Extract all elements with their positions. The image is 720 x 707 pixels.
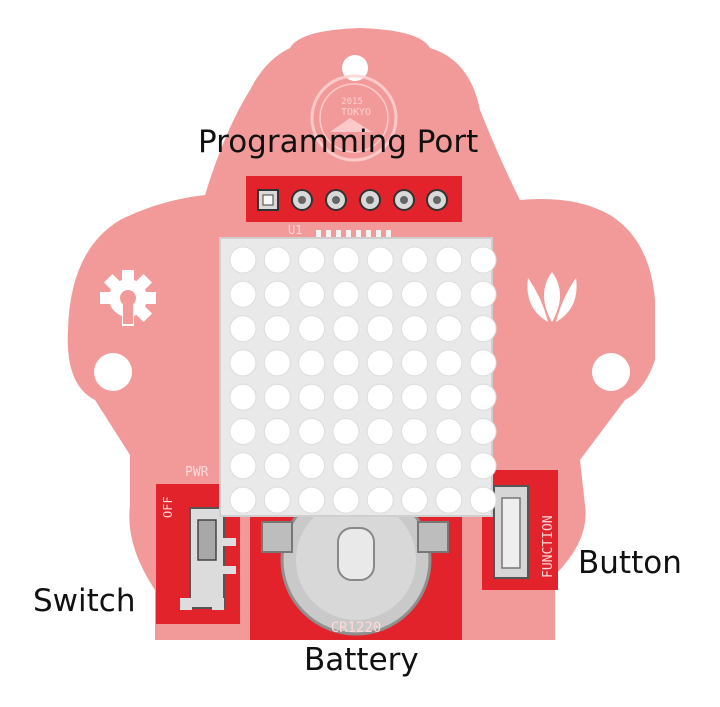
led-dot	[263, 349, 291, 377]
header-ref-label: U1	[288, 223, 302, 237]
off-label: OFF	[161, 496, 175, 518]
led-dot	[229, 383, 257, 411]
led-dot	[332, 246, 360, 274]
led-dot	[229, 418, 257, 445]
led-dot	[229, 349, 257, 377]
battery-callout: Battery	[304, 642, 419, 678]
led-dot	[366, 349, 394, 377]
logo-city: TOKYO	[341, 107, 371, 118]
led-dot	[366, 486, 394, 514]
led-dot	[263, 315, 291, 343]
tokyo-seal-logo: 2015 TOKYO	[310, 74, 398, 162]
battery-holder: CR1220	[250, 484, 462, 640]
gear-icon	[100, 270, 156, 326]
led-dot	[229, 280, 257, 308]
led-dot	[229, 486, 257, 514]
led-dot	[366, 418, 394, 445]
led-dot	[298, 452, 326, 480]
led-dot	[298, 349, 326, 377]
led-dot	[469, 383, 497, 411]
led-dot	[401, 486, 428, 514]
led-dot	[435, 280, 463, 308]
led-dot	[401, 315, 428, 343]
led-dot	[469, 452, 497, 480]
programming-port-callout: Programming Port	[198, 124, 479, 160]
logo-year: 2015	[341, 97, 363, 107]
led-dot	[401, 349, 428, 377]
led-dot	[435, 315, 463, 343]
led-dot	[332, 349, 360, 377]
led-dot	[366, 383, 394, 411]
led-dot	[298, 280, 326, 308]
led-dot	[435, 486, 463, 514]
led-dot	[332, 452, 360, 480]
led-dot	[435, 246, 463, 274]
led-dot	[298, 315, 326, 343]
battery-model-label: CR1220	[331, 620, 382, 636]
led-dot	[366, 315, 394, 343]
led-dot	[263, 418, 291, 445]
led-dot	[263, 452, 291, 480]
power-label: PWR	[185, 465, 209, 480]
led-dot	[366, 246, 394, 274]
mount-hole-right	[592, 353, 630, 391]
led-dot	[401, 280, 428, 308]
led-dot	[366, 452, 394, 480]
button-callout: Button	[578, 545, 682, 581]
led-dot	[469, 246, 497, 274]
led-dot	[469, 418, 497, 445]
led-dot	[435, 418, 463, 445]
switch-callout: Switch	[33, 583, 136, 619]
function-button: FUNCTION	[482, 470, 558, 590]
led-dot	[435, 383, 463, 411]
led-dot	[332, 280, 360, 308]
led-matrix	[219, 237, 497, 517]
led-dot	[229, 452, 257, 480]
led-dot	[332, 486, 360, 514]
led-dot	[229, 315, 257, 343]
led-dot	[469, 315, 497, 343]
led-dot	[263, 383, 291, 411]
led-dot	[298, 383, 326, 411]
petal-logo-icon	[527, 272, 577, 322]
led-dot	[332, 315, 360, 343]
led-dot	[298, 486, 326, 514]
led-dot	[298, 246, 326, 274]
led-dot	[435, 349, 463, 377]
mount-hole-top	[342, 55, 368, 81]
led-dot	[366, 280, 394, 308]
led-dot	[298, 418, 326, 445]
led-dot	[263, 246, 291, 274]
led-dot	[332, 383, 360, 411]
led-dot	[401, 452, 428, 480]
led-dot	[469, 486, 497, 514]
led-dot	[332, 418, 360, 445]
mount-hole-left	[94, 353, 132, 391]
programming-header: U1	[246, 176, 462, 238]
led-dot	[401, 383, 428, 411]
led-dot	[229, 246, 257, 274]
led-dot	[469, 349, 497, 377]
led-dot	[263, 486, 291, 514]
function-label: FUNCTION	[541, 515, 556, 578]
led-dot	[401, 418, 428, 445]
led-dot	[263, 280, 291, 308]
led-dot	[401, 246, 428, 274]
led-dot	[469, 280, 497, 308]
led-dot	[435, 452, 463, 480]
